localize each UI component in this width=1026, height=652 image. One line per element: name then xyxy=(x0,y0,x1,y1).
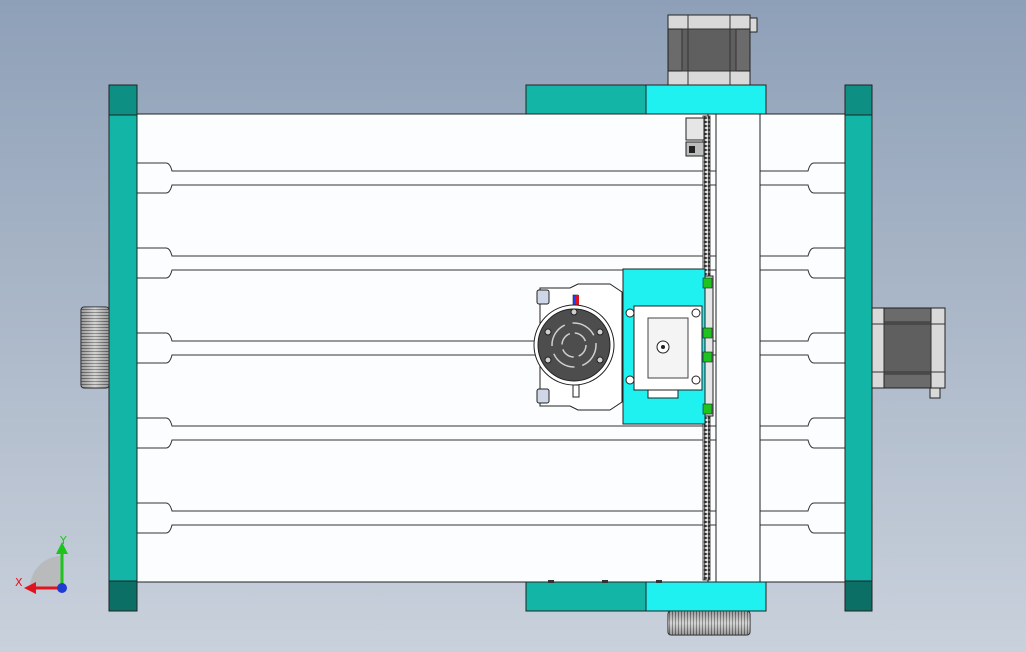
z-axis-dot xyxy=(57,583,67,593)
coupler-left xyxy=(80,306,110,389)
gantry-bottom-bracket xyxy=(525,580,767,612)
spindle-motor xyxy=(533,283,623,411)
y-axis-label: Y xyxy=(59,534,67,547)
gantry-beam xyxy=(707,113,761,583)
x-axis-label: X xyxy=(15,576,23,589)
left-end-plate xyxy=(108,84,138,612)
gantry-top-bracket xyxy=(525,84,767,115)
z-carriage-plate xyxy=(622,268,714,425)
axis-triad[interactable]: Y X xyxy=(15,534,68,594)
coupler-bottom xyxy=(667,610,751,636)
stepper-motor-right xyxy=(871,307,946,399)
stepper-motor-top xyxy=(667,14,758,86)
right-end-plate xyxy=(844,84,873,612)
